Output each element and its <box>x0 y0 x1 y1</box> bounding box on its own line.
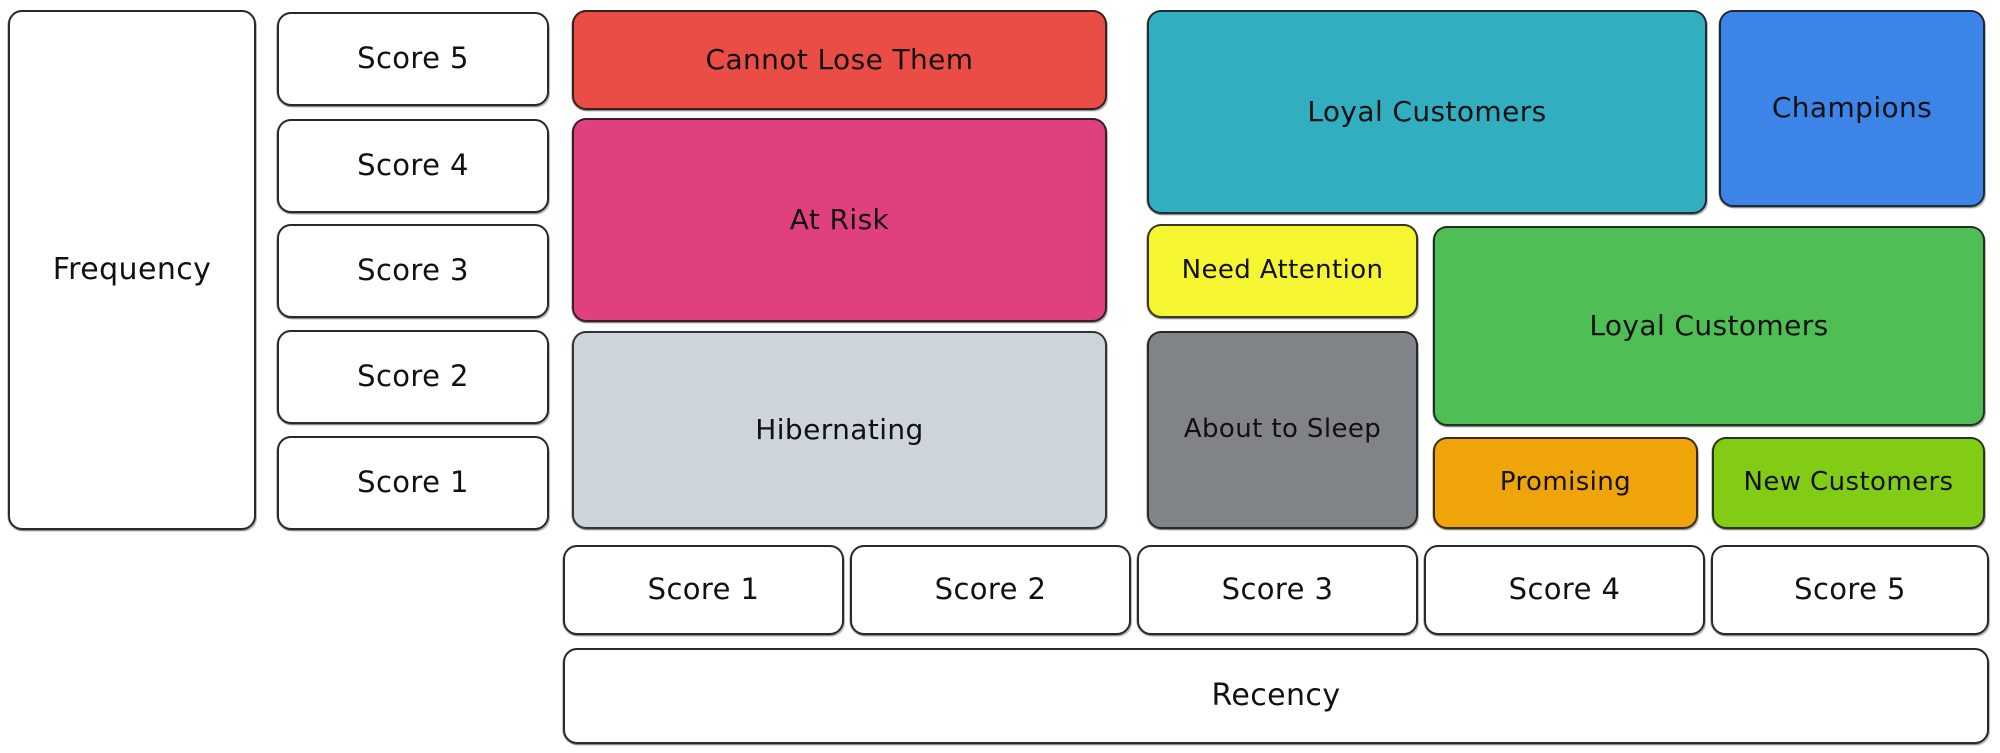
frequency-score-5: Score 5 <box>276 12 549 107</box>
segment-cannot-lose-them[interactable]: Cannot Lose Them <box>571 10 1107 111</box>
segment-at-risk[interactable]: At Risk <box>571 118 1107 323</box>
recency-score-1: Score 1 <box>562 545 844 636</box>
frequency-axis-label: Frequency <box>7 10 256 531</box>
segment-about-to-sleep[interactable]: About to Sleep <box>1146 331 1418 530</box>
recency-score-3: Score 3 <box>1136 545 1418 636</box>
frequency-score-1: Score 1 <box>276 436 549 531</box>
recency-axis-label: Recency <box>562 648 1989 745</box>
recency-score-4: Score 4 <box>1423 545 1705 636</box>
segment-champions[interactable]: Champions <box>1718 10 1985 208</box>
recency-score-5: Score 5 <box>1710 545 1989 636</box>
recency-score-2: Score 2 <box>849 545 1131 636</box>
segment-loyal-customers-green[interactable]: Loyal Customers <box>1432 226 1985 427</box>
frequency-score-2: Score 2 <box>276 330 549 425</box>
segment-new-customers[interactable]: New Customers <box>1711 437 1985 530</box>
segment-promising[interactable]: Promising <box>1432 437 1698 530</box>
frequency-score-4: Score 4 <box>276 119 549 214</box>
frequency-score-3: Score 3 <box>276 224 549 319</box>
segment-loyal-customers-teal[interactable]: Loyal Customers <box>1146 10 1707 215</box>
segment-need-attention[interactable]: Need Attention <box>1146 224 1418 319</box>
segment-hibernating[interactable]: Hibernating <box>571 331 1107 530</box>
